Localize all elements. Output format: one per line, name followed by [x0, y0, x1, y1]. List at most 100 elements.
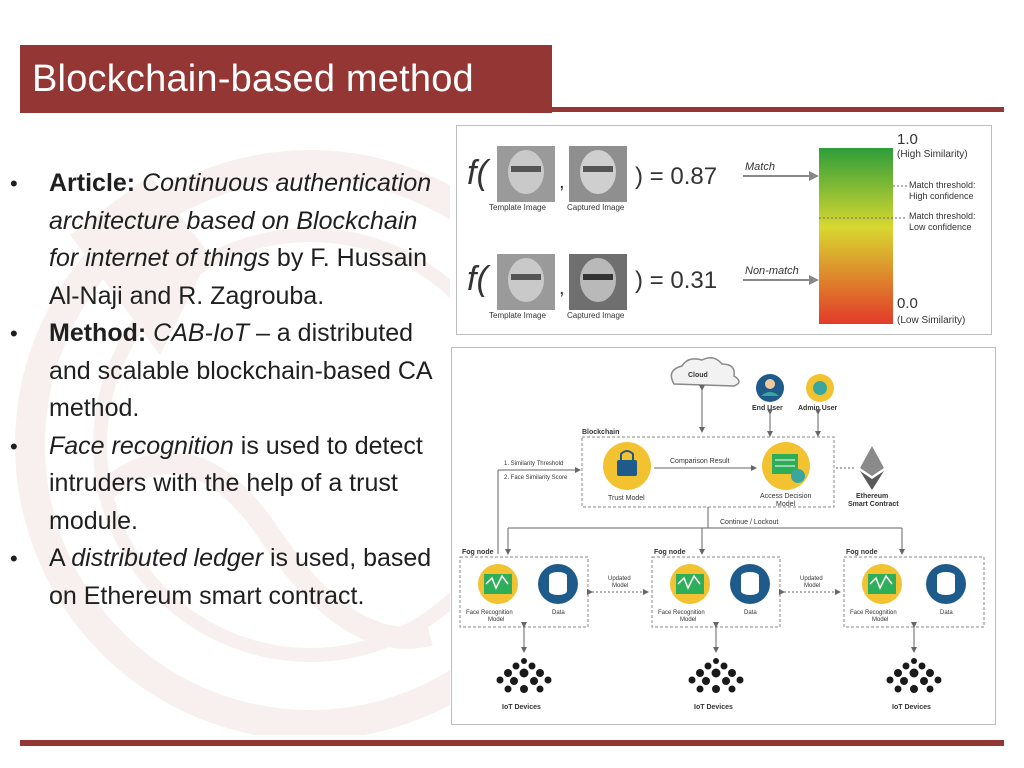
score-match: ) = 0.87: [635, 163, 717, 190]
blockchain-label: Blockchain: [582, 429, 619, 436]
bullet-method: • Method: CAB-IoT – a distributed and sc…: [10, 315, 440, 428]
iot-devices-label: IoT Devices: [892, 704, 931, 711]
captured-face-photo: [569, 254, 627, 310]
scale-bottom-note: (Low Similarity): [897, 315, 965, 326]
captured-face-photo: [569, 146, 627, 202]
score-nonmatch: ) = 0.31: [635, 267, 717, 294]
iot-devices-icon: [886, 658, 942, 693]
cloud-icon: [670, 357, 740, 387]
bullet-list: • Article: Continuous authentication arc…: [10, 165, 440, 615]
bullet-dot-icon: •: [10, 321, 18, 346]
method-name: CAB-IoT: [153, 319, 250, 347]
footer-divider: [20, 740, 1004, 746]
template-caption: Template Image: [489, 203, 546, 212]
updated-model-label-1: Updated: [608, 576, 631, 582]
comma: ,: [559, 277, 565, 299]
article-title: Continuous authentication architecture b…: [49, 169, 432, 272]
iot-devices-label: IoT Devices: [694, 704, 733, 711]
iot-devices-label: IoT Devices: [502, 704, 541, 711]
iot-devices-icon: [688, 658, 744, 693]
fog-node-label: Fog node: [462, 549, 494, 556]
bullet-dot-icon: •: [10, 433, 18, 459]
face-recognition-icon: [478, 564, 518, 604]
template-face-photo: [497, 146, 555, 202]
end-user-label: End User: [752, 405, 783, 412]
captured-caption: Captured Image: [567, 311, 625, 320]
database-icon: [926, 564, 966, 604]
bullet-label: Article:: [49, 169, 136, 197]
comma: ,: [559, 171, 565, 193]
seal-watermark-icon: [15, 150, 450, 735]
face-recognition-icon: [670, 564, 710, 604]
face-similarity-score-label: 2. Face Similarity Score: [504, 475, 568, 481]
f-symbol: f(: [467, 260, 491, 298]
face-recognition-label-2: Model: [680, 617, 696, 623]
access-decision-label-1: Access Decision: [760, 493, 811, 500]
similarity-threshold-label: 1. Similarity Threshold: [504, 461, 563, 467]
bullet-text: is used, based on Ethereum smart contrac…: [49, 544, 432, 610]
nonmatch-arrow-icon: [743, 275, 819, 285]
face-recognition-label-2: Model: [872, 617, 888, 623]
access-decision-icon: [762, 442, 810, 490]
ethereum-icon: [860, 446, 884, 490]
updated-model-label-1: Updated: [800, 576, 823, 582]
bullet-dot-icon: •: [10, 171, 18, 196]
fog-node-label: Fog node: [846, 549, 878, 556]
bullet-term: Face recognition: [49, 431, 234, 460]
similarity-figure: f( , Template Image Captured Image ) = 0…: [456, 125, 992, 335]
fog-node-label: Fog node: [654, 549, 686, 556]
end-user-icon: [756, 374, 784, 402]
face-recognition-label-2: Model: [488, 617, 504, 623]
iot-devices-icon: [496, 658, 552, 693]
bullet-label: Method:: [49, 319, 147, 347]
bullet-text: – a distributed and scalable blockchain-…: [49, 319, 432, 422]
cloud-label: Cloud: [688, 372, 708, 379]
bullet-text: by F. Hussain Al-Naji and R. Zagrouba.: [49, 244, 427, 310]
threshold-high-line2: High confidence: [909, 191, 974, 201]
bullet-distributed-ledger: • A distributed ledger is used, based on…: [10, 540, 440, 615]
database-icon: [730, 564, 770, 604]
scale-top-value: 1.0: [897, 131, 918, 148]
updated-model-label-2: Model: [804, 583, 820, 589]
slide-title-bar: Blockchain-based method: [20, 45, 552, 113]
bullet-dot-icon: •: [10, 546, 18, 571]
bullet-prefix: A: [49, 544, 72, 572]
bullet-term: distributed ledger: [71, 544, 264, 572]
match-label: Match: [745, 161, 775, 173]
captured-caption: Captured Image: [567, 203, 625, 212]
data-label: Data: [552, 610, 565, 616]
trust-model-icon: [603, 442, 651, 490]
face-recognition-label-1: Face Recognition: [658, 610, 705, 616]
nonmatch-label: Non-match: [745, 265, 799, 277]
slide-title: Blockchain-based method: [32, 57, 474, 100]
database-icon: [538, 564, 578, 604]
ethereum-label-2: Smart Contract: [848, 501, 899, 508]
continue-lockout-label: Continue / Lockout: [720, 519, 778, 526]
architecture-diagram: Cloud End User Admin User Blockchain Tru…: [451, 347, 996, 725]
similarity-scale-bar: [819, 148, 893, 324]
template-face-photo: [497, 254, 555, 310]
threshold-low-line2: Low confidence: [909, 222, 972, 232]
access-decision-label-2: Model: [776, 501, 796, 508]
scale-bottom-value: 0.0: [897, 295, 918, 312]
comparison-result-label: Comparison Result: [670, 458, 730, 465]
f-symbol: f(: [467, 154, 491, 192]
admin-user-label: Admin User: [798, 405, 838, 412]
threshold-low-line1: Match threshold:: [909, 211, 976, 221]
bullet-face-recognition: • Face recognition is used to detect int…: [10, 428, 440, 541]
bullet-article: • Article: Continuous authentication arc…: [10, 165, 440, 315]
scale-top-note: (High Similarity): [897, 149, 968, 160]
ethereum-label-1: Ethereum: [856, 493, 888, 500]
data-label: Data: [744, 610, 757, 616]
face-recognition-label-1: Face Recognition: [466, 610, 513, 616]
bullet-text: is used to detect intruders with the hel…: [49, 431, 423, 535]
threshold-high-line1: Match threshold:: [909, 180, 976, 190]
updated-model-label-2: Model: [612, 583, 628, 589]
title-divider: [20, 107, 1004, 112]
template-caption: Template Image: [489, 311, 546, 320]
match-arrow-icon: [743, 171, 819, 181]
face-recognition-label-1: Face Recognition: [850, 610, 897, 616]
data-label: Data: [940, 610, 953, 616]
trust-model-label: Trust Model: [608, 495, 645, 502]
admin-user-icon: [806, 374, 834, 402]
